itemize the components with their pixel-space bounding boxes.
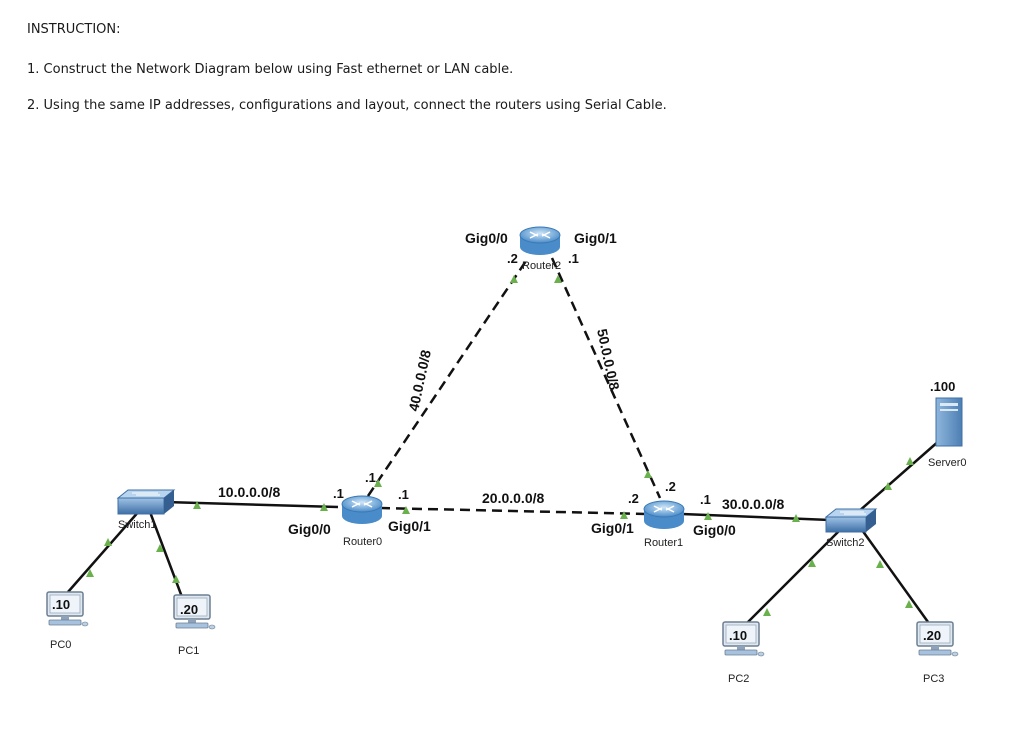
port-indicator [156,544,164,552]
router1-serial-ip: .2 [665,479,676,494]
port-indicator [510,275,518,283]
switch2[interactable] [824,508,878,533]
link-router0-router1-serial [379,506,649,516]
server0[interactable] [935,397,963,447]
port-indicator [374,479,382,487]
switch1-name: Switch1 [118,519,157,531]
network-50-label: 50.0.0.0/8 [594,327,623,391]
network-40-label: 40.0.0.0/8 [405,348,434,412]
router2[interactable] [519,226,561,255]
network-30-label: 30.0.0.0/8 [722,496,784,512]
router2-gig0-ip: .2 [507,251,518,266]
network-10-label: 10.0.0.0/8 [218,484,280,500]
port-indicator [644,470,652,478]
switch1[interactable] [116,489,176,515]
router0-gig0-label: Gig0/0 [288,521,331,537]
router1-name: Router1 [644,537,683,549]
port-indicator [905,600,913,608]
router1-gig0-label: Gig0/0 [693,522,736,538]
pc0-name: PC0 [50,639,71,651]
link-switch2-server0 [857,439,941,513]
pc3-ip: .20 [923,628,941,643]
link-switch1-router0 [164,500,339,509]
router2-name: Router2 [522,260,561,272]
pc0-ip: .10 [52,597,70,612]
router1[interactable] [643,500,685,529]
port-indicator [86,569,94,577]
server0-name: Server0 [928,457,967,469]
network-20-label: 20.0.0.0/8 [482,490,544,506]
pc2-ip: .10 [729,628,747,643]
switch2-name: Switch2 [826,537,865,549]
link-pc1-switch1 [148,511,187,606]
router2-gig0-label: Gig0/0 [465,230,508,246]
link-pc0-switch1 [67,509,141,593]
port-indicator [808,559,816,567]
router2-gig1-label: Gig0/1 [574,230,617,246]
pc1-name: PC1 [178,645,199,657]
link-router1-switch2 [681,512,831,522]
port-indicator [876,560,884,568]
router0-gig1-ip: .1 [398,487,409,502]
link-switch2-pc2 [741,529,841,629]
link-router0-router2-serial [366,257,530,497]
router1-gig1-label: Gig0/1 [591,520,634,536]
port-indicator [172,575,180,583]
port-indicator [792,514,800,522]
router0-serial-ip: .1 [365,470,376,485]
instruction-heading: INSTRUCTION: [27,22,121,37]
router1-gig1-ip: .2 [628,491,639,506]
port-indicator [704,512,712,520]
port-indicator [320,503,328,511]
link-router2-router1-serial [550,257,662,499]
link-switch2-pc3 [860,529,930,623]
port-indicator [554,275,562,283]
port-indicator [620,511,628,519]
links [67,257,941,629]
port-indicator [104,538,112,546]
pc3-name: PC3 [923,673,944,685]
pc1-ip: .20 [180,602,198,617]
port-indicator [763,608,771,616]
router1-gig0-ip: .1 [700,492,711,507]
instruction-step-1: 1. Construct the Network Diagram below u… [27,62,514,77]
port-indicator [884,482,892,490]
router2-gig1-ip: .1 [568,251,579,266]
port-indicator [193,501,201,509]
server0-ip: .100 [930,379,955,394]
pc2-name: PC2 [728,673,749,685]
port-indicators [86,275,914,616]
router0-gig0-ip: .1 [333,486,344,501]
port-indicator [906,457,914,465]
router0-name: Router0 [343,536,382,548]
router0-gig1-label: Gig0/1 [388,518,431,534]
port-indicator [402,506,410,514]
router0[interactable] [341,495,383,524]
instruction-step-2: 2. Using the same IP addresses, configur… [27,98,667,113]
